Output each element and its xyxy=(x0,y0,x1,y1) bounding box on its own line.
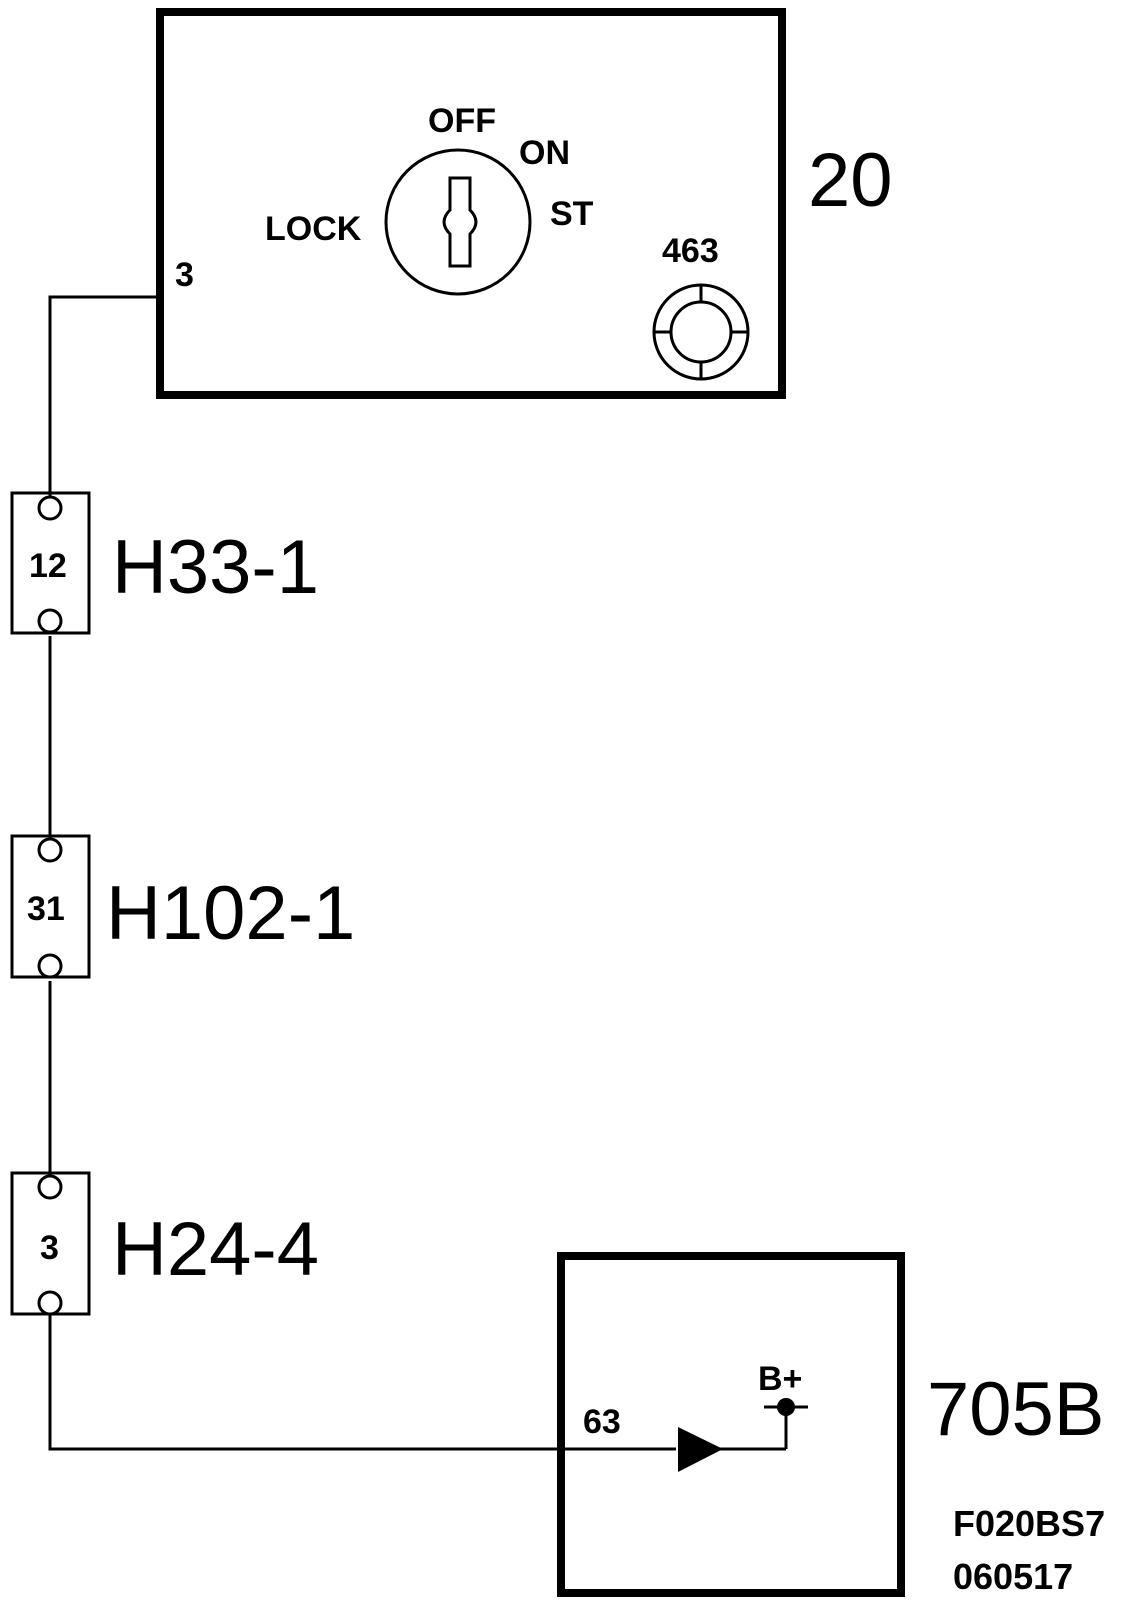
key-cylinder-icon xyxy=(384,148,532,296)
ignition-switch-box xyxy=(156,8,786,399)
control-module: B+ 63 xyxy=(557,1252,905,1597)
switch-position-off: OFF xyxy=(428,102,496,140)
ignition-switch-ref: 20 xyxy=(808,138,893,223)
lamp-icon xyxy=(652,283,750,381)
connector-pin-label: 31 xyxy=(27,890,65,928)
wire xyxy=(48,295,788,1451)
switch-position-on: ON xyxy=(519,134,570,172)
terminal-icon xyxy=(37,1290,63,1316)
control-module-ref: 705B xyxy=(927,1367,1105,1452)
ignition-switch: OFF ON ST LOCK 3 463 xyxy=(156,8,786,399)
connector-pin-label: 12 xyxy=(29,547,67,585)
switch-position-start: ST xyxy=(550,195,594,233)
connector-h33-1: 12 xyxy=(10,491,91,635)
supply-label: B+ xyxy=(758,1360,802,1398)
terminal-icon xyxy=(37,608,63,634)
terminal-icon xyxy=(37,953,63,979)
supply-node-icon xyxy=(777,1398,795,1416)
connector-ref-h24-4: H24-4 xyxy=(112,1207,319,1292)
input-arrow-icon xyxy=(678,1427,723,1472)
switch-position-lock: LOCK xyxy=(265,210,362,248)
control-module-box xyxy=(557,1252,905,1597)
connector-pin-label: 3 xyxy=(40,1229,59,1267)
connector-ref-h33-1: H33-1 xyxy=(112,525,319,610)
switch-pin-label: 3 xyxy=(175,256,194,294)
lamp-ref-label: 463 xyxy=(662,232,719,270)
terminal-icon xyxy=(37,495,63,521)
terminal-icon xyxy=(37,837,63,863)
figure-code-line1: F020BS7 xyxy=(953,1503,1105,1544)
module-input-pin-label: 63 xyxy=(583,1403,621,1441)
figure-code-line2: 060517 xyxy=(953,1556,1073,1597)
connector-ref-h102-1: H102-1 xyxy=(106,871,355,956)
connector-h24-4: 3 xyxy=(10,1171,91,1316)
connector-h102-1: 31 xyxy=(10,834,91,979)
terminal-icon xyxy=(37,1174,63,1200)
